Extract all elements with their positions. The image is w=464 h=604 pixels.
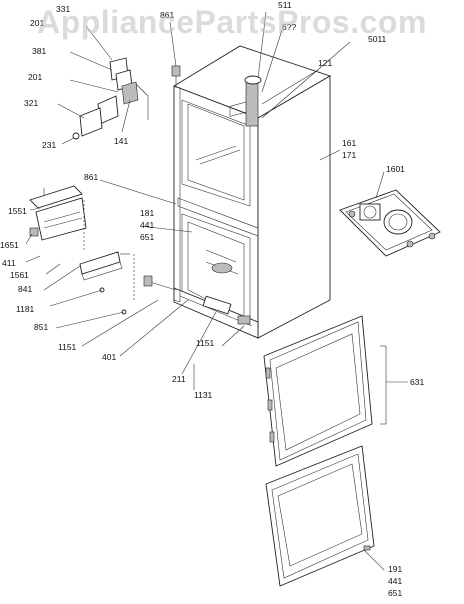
callout-211: 211 [172, 374, 186, 384]
callout-651-mid: 651 [140, 232, 154, 242]
callout-1131: 1131 [194, 390, 213, 400]
callout-5011: 5011 [368, 34, 387, 44]
callout-861-mid: 861 [84, 172, 98, 182]
leader-lines [25, 11, 408, 571]
callout-201-top: 201 [30, 18, 44, 28]
callout-841: 841 [18, 284, 32, 294]
callout-1551: 1551 [8, 206, 27, 216]
lower-door [265, 445, 375, 587]
callout-1651: 1651 [0, 240, 19, 250]
callout-1151-right: 1151 [196, 338, 215, 348]
callout-1181: 1181 [16, 304, 35, 314]
callout-6xx: 6?? [282, 22, 296, 32]
callout-851: 851 [34, 322, 48, 332]
callout-321: 321 [24, 98, 38, 108]
callout-401: 401 [102, 352, 116, 362]
callout-171: 171 [342, 150, 356, 160]
upper-door [263, 315, 387, 467]
callout-161: 161 [342, 138, 356, 148]
compressor-assembly [339, 189, 441, 257]
callout-191: 191 [388, 564, 402, 574]
callout-411: 411 [2, 258, 16, 268]
left-bracket-parts [29, 185, 135, 315]
callout-441-bottom: 441 [388, 576, 402, 586]
callout-181: 181 [140, 208, 154, 218]
callout-231: 231 [42, 140, 56, 150]
callout-651-bottom: 651 [388, 588, 402, 598]
callout-1151-left: 1151 [58, 342, 77, 352]
callout-511: 511 [278, 0, 292, 10]
callout-331: 331 [56, 4, 70, 14]
callout-201: 201 [28, 72, 42, 82]
callout-1601: 1601 [386, 164, 405, 174]
callout-441-mid: 441 [140, 220, 154, 230]
callout-labels: 331 201 381 201 321 141 231 861 511 6?? … [0, 0, 424, 598]
callout-861-top: 861 [160, 10, 174, 20]
callout-381: 381 [32, 46, 46, 56]
callout-141: 141 [114, 136, 128, 146]
callout-1561: 1561 [10, 270, 29, 280]
callout-631: 631 [410, 377, 424, 387]
callout-121: 121 [318, 58, 332, 68]
refrigerator-cabinet [143, 45, 332, 339]
control-parts-cluster [72, 57, 149, 140]
